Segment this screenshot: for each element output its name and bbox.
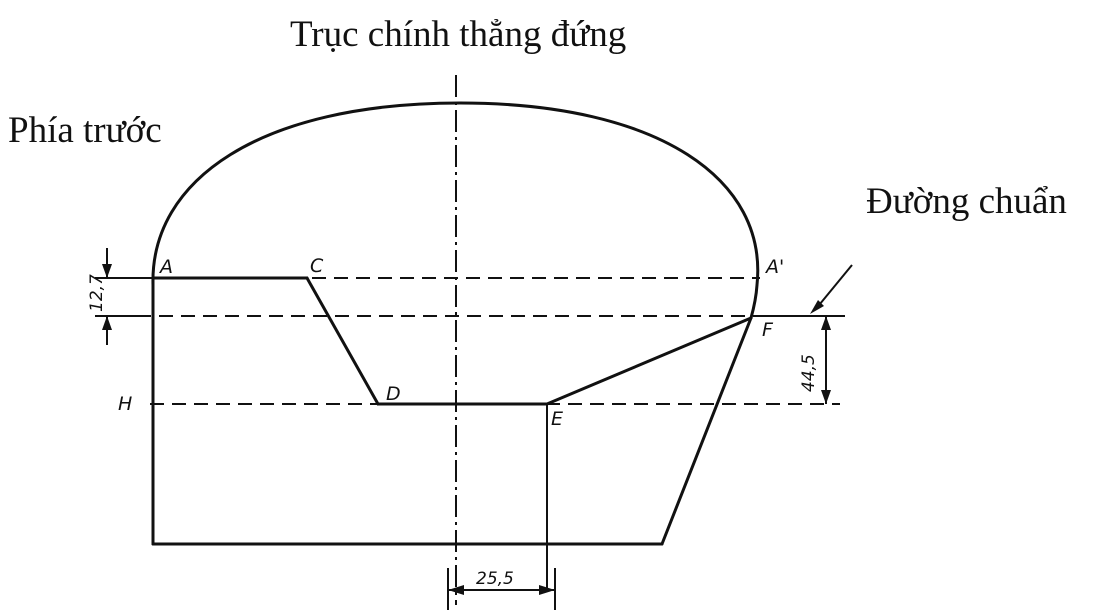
dim-right-arrow-top [821,316,831,330]
dim-right-leader-arrow [810,300,824,314]
segment-c-d [305,276,380,406]
dim-bottom-value: 25,5 [476,569,514,589]
point-label-a: A [158,256,173,278]
point-label-d: D [386,383,401,405]
outline-right [660,316,753,546]
dim-right-value: 44,5 [799,354,819,392]
front-label: Phía trước [8,110,162,151]
dim-upper-arrow-top [102,264,112,278]
dim-bottom-arrow-right [539,585,555,595]
dim-bottom-arrow-left [448,585,464,595]
dim-upper-arrow-bottom [102,316,112,330]
vertical-axis-label: Trục chính thẳng đứng [290,14,626,55]
point-label-h: H [118,393,132,415]
reference-line-label: Đường chuẩn [866,181,1067,222]
dim-right-arrow-bottom [821,390,831,404]
segment-e-f [545,316,753,406]
outline-arc [151,101,760,320]
point-label-c: C [310,255,324,277]
point-label-e: E [551,408,563,430]
point-label-a-prime: A' [764,256,784,278]
dim-upper-value: 12,7 [87,274,107,312]
point-label-f: F [762,319,774,341]
dim-right-leader [814,264,853,311]
